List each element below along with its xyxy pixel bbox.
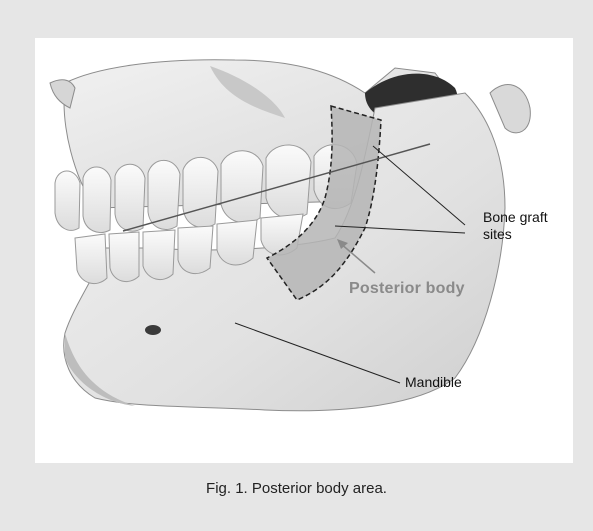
label-mandible: Mandible — [405, 374, 462, 391]
skull-mandible-illustration — [35, 38, 573, 463]
mental-foramen — [145, 325, 161, 335]
label-posterior-body: Posterior body — [349, 280, 465, 297]
figure-panel: Bone graft sites Posterior body Mandible — [35, 38, 573, 463]
figure-caption: Fig. 1. Posterior body area. — [0, 480, 593, 497]
label-bone-graft-sites: Bone graft sites — [483, 209, 548, 243]
skull-top-left — [50, 80, 75, 108]
condyle-process — [490, 85, 530, 133]
